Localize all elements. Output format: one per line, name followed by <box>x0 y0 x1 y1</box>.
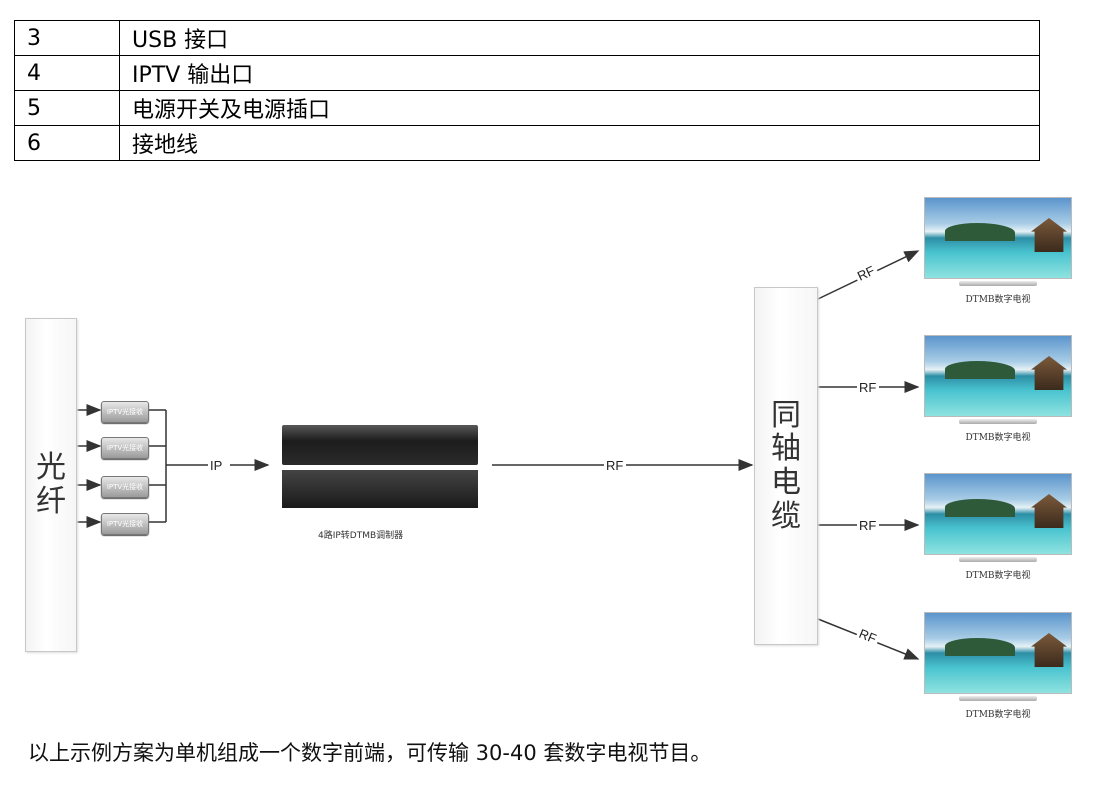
tv-unit: DTMB数字电视 <box>924 473 1072 581</box>
coax-label-char: 同 <box>771 397 801 433</box>
tv-label: DTMB数字电视 <box>965 571 1031 581</box>
connection-lines: IP RF RF RF RF RF <box>75 250 920 660</box>
rf-label: RF <box>606 458 623 473</box>
device-caption: 4路IP转DTMB调制器 <box>318 531 404 541</box>
tv-label: DTMB数字电视 <box>965 710 1031 720</box>
tv-stand <box>959 419 1037 424</box>
optical-receiver: IPTV光接收 <box>101 476 149 498</box>
coax-box: 同 轴 电 缆 <box>754 287 818 645</box>
tv-screen <box>924 335 1072 417</box>
tv-label: DTMB数字电视 <box>965 433 1031 443</box>
row-description: 接地线 <box>119 125 1040 161</box>
row-number: 3 <box>14 20 120 56</box>
optical-receiver: IPTV光接收 <box>101 437 149 459</box>
optical-receiver: IPTV光接收 <box>101 401 149 423</box>
row-number: 6 <box>14 125 120 161</box>
table-row: 5 电源开关及电源插口 <box>14 90 1040 126</box>
fiber-label-char: 光 <box>36 450 66 486</box>
fiber-box: 光 纤 <box>25 318 77 652</box>
tv-screen <box>924 473 1072 555</box>
row-number: 5 <box>14 90 120 126</box>
tv-screen <box>924 612 1072 694</box>
rf-label: RF <box>859 518 876 533</box>
rf-label: RF <box>855 263 877 284</box>
network-diagram: IP RF RF RF RF RF 光 纤 IPTV光接收 IPTV光接收 IP… <box>0 185 1106 745</box>
modulator-rear-image <box>282 470 478 508</box>
coax-label-char: 轴 <box>771 431 801 467</box>
coax-label-char: 缆 <box>771 498 801 534</box>
tv-unit: DTMB数字电视 <box>924 612 1072 720</box>
table-row: 3 USB 接口 <box>14 20 1040 56</box>
rf-label: RF <box>859 380 876 395</box>
row-number: 4 <box>14 55 120 91</box>
tv-screen <box>924 197 1072 279</box>
footer-text: 以上示例方案为单机组成一个数字前端，可传输 30-40 套数字电视节目。 <box>28 741 712 765</box>
table-row: 4 IPTV 输出口 <box>14 55 1040 91</box>
tv-stand <box>959 281 1037 286</box>
rf-label: RF <box>857 626 879 646</box>
row-description: IPTV 输出口 <box>119 55 1040 91</box>
coax-label-char: 电 <box>771 465 801 500</box>
spec-table: 3 USB 接口 4 IPTV 输出口 5 电源开关及电源插口 6 接地线 <box>14 20 1040 161</box>
optical-receiver: IPTV光接收 <box>101 513 149 535</box>
ip-label: IP <box>210 458 222 473</box>
modulator-front-image <box>282 425 478 465</box>
tv-stand <box>959 557 1037 562</box>
row-description: 电源开关及电源插口 <box>119 90 1040 126</box>
tv-unit: DTMB数字电视 <box>924 335 1072 443</box>
fiber-label-char: 纤 <box>36 484 66 519</box>
tv-stand <box>959 696 1037 701</box>
tv-unit: DTMB数字电视 <box>924 197 1072 305</box>
row-description: USB 接口 <box>119 20 1040 56</box>
table-row: 6 接地线 <box>14 125 1040 161</box>
tv-label: DTMB数字电视 <box>965 295 1031 305</box>
